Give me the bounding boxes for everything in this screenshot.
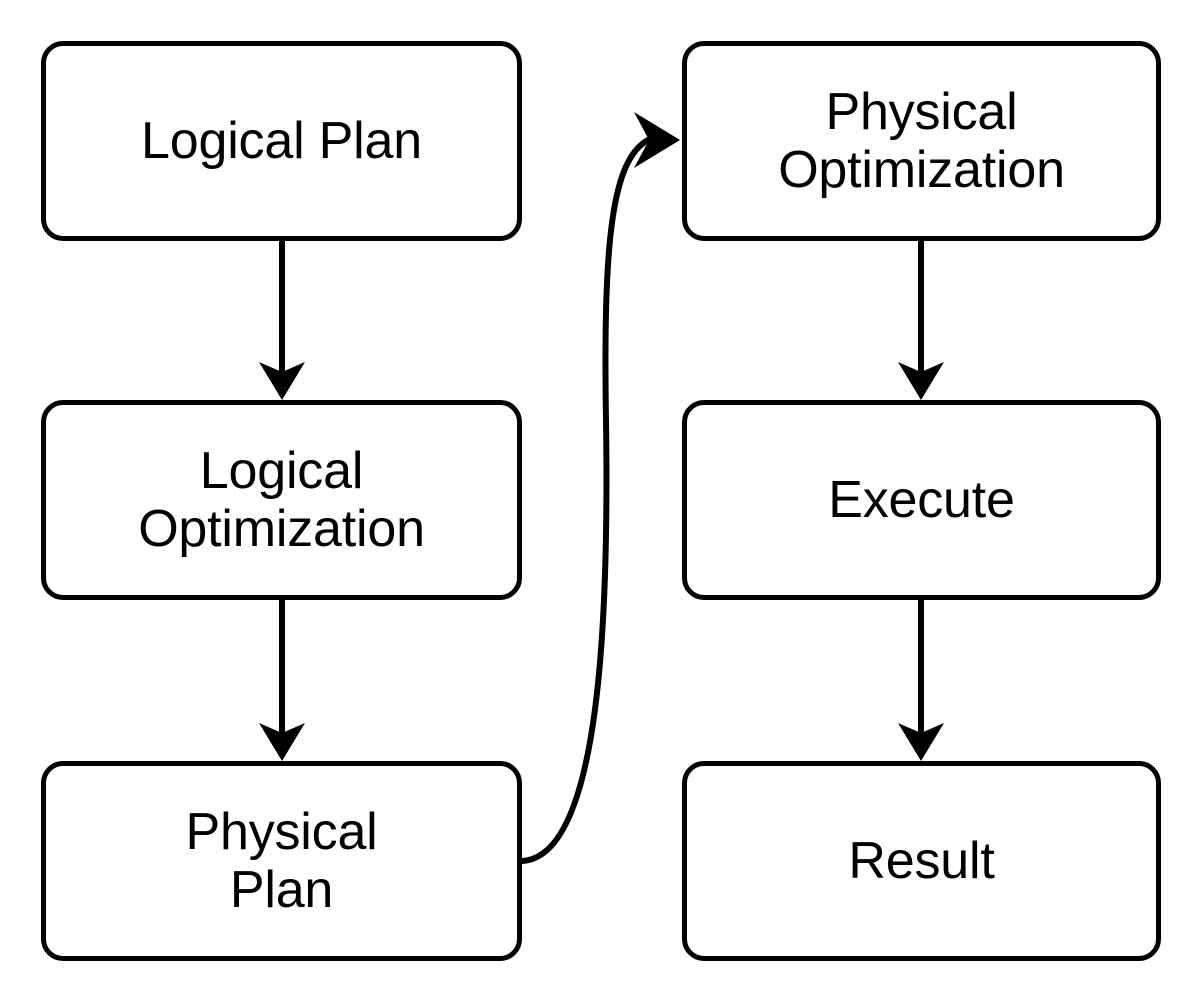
edge-physical-plan-to-physical-optimization [519,112,680,864]
node-logical-optimization[interactable]: Logical Optimization [41,400,522,600]
node-physical-optimization[interactable]: Physical Optimization [682,41,1161,241]
node-execute-label: Execute [828,471,1015,529]
node-logical-optimization-label: Logical Optimization [138,442,425,558]
node-logical-plan[interactable]: Logical Plan [41,41,522,241]
node-logical-plan-label: Logical Plan [141,112,422,170]
node-result[interactable]: Result [682,761,1161,961]
edge-execute-to-result [898,600,944,761]
edge-physical-optimization-to-execute [898,241,944,400]
node-result-label: Result [848,832,995,890]
edge-logical-plan-to-logical-optimization [259,241,305,400]
node-physical-optimization-label: Physical Optimization [778,83,1065,199]
node-physical-plan[interactable]: Physical Plan [41,761,522,961]
node-execute[interactable]: Execute [682,400,1161,600]
edge-logical-optimization-to-physical-plan [259,600,305,761]
node-physical-plan-label: Physical Plan [185,803,378,919]
